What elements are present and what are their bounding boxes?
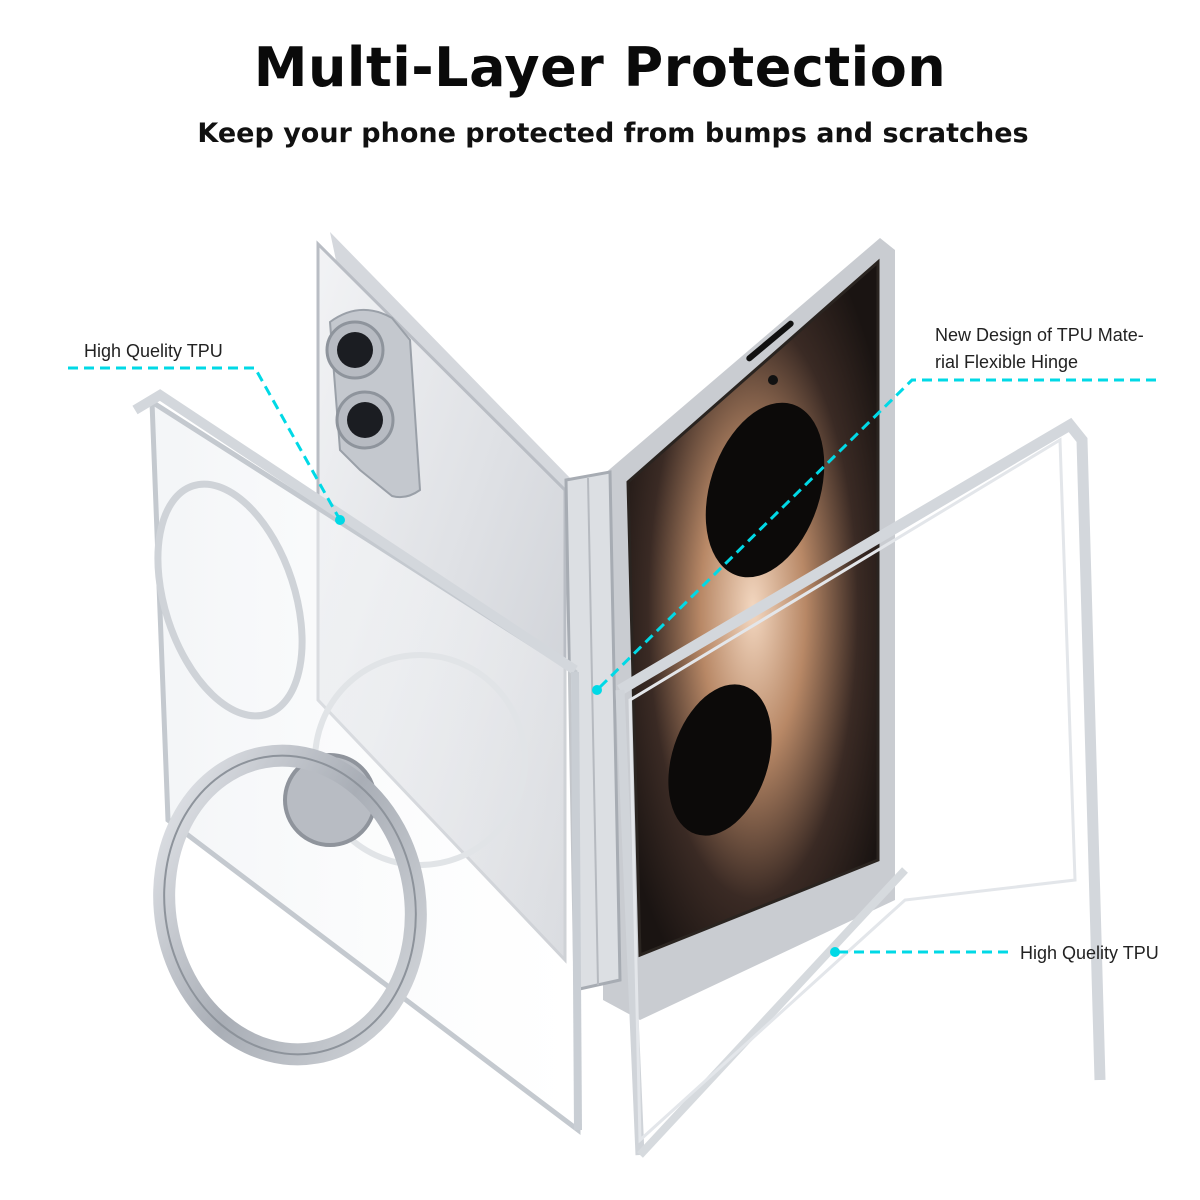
- callout-label-right-bottom: High Quelity TPU: [1020, 943, 1159, 963]
- callout-line-right-bottom: [830, 947, 1008, 957]
- callout-label-right-top: New Design of TPU Mate- rial Flexible Hi…: [935, 322, 1175, 376]
- callout-line-left-top: [68, 366, 345, 525]
- right-clear-case: [615, 417, 1106, 1158]
- page-subtitle: Keep your phone protected from bumps and…: [197, 118, 1029, 149]
- camera-module: [325, 308, 422, 499]
- callout-line-right-top: [592, 378, 1156, 695]
- callout-label-right-top-line1: New Design of TPU Mate-: [935, 325, 1144, 345]
- page-title: Multi-Layer Protection: [253, 36, 947, 99]
- callout-label-left-top: High Quelity TPU: [84, 341, 223, 361]
- ring-holder-icon: [153, 744, 427, 1066]
- callout-label-right-top-line2: rial Flexible Hinge: [935, 352, 1079, 372]
